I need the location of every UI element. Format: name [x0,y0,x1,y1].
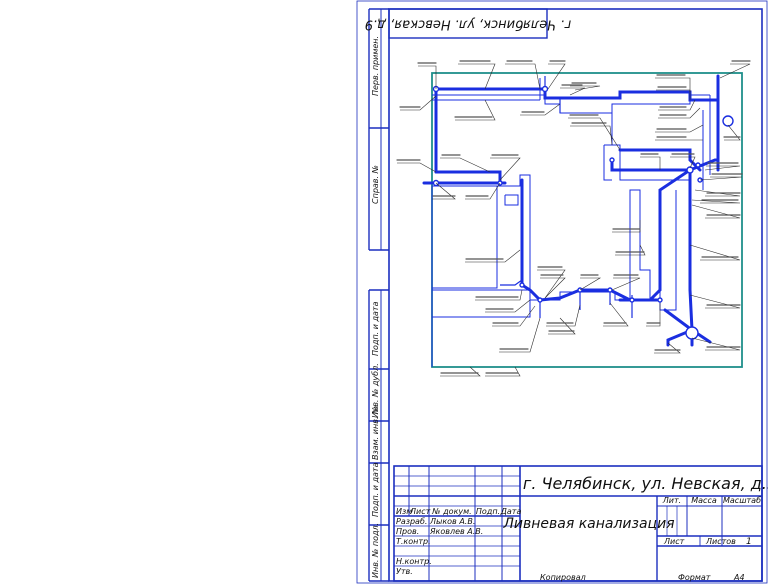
side-label-inv-podl: Инв. № подл. [371,523,380,578]
stamp-title: Ливневая канализация [502,516,674,532]
cell-sheets-label: Листов [705,537,736,546]
role-razrab: Разраб. [396,517,427,526]
header-date: Дата [500,507,522,516]
name-prov: Яковлев А.В. [429,527,483,536]
sheet-trim-border [356,0,768,584]
footer-format-value: А4 [733,573,745,582]
name-razrab: Лыков А.В. [429,517,475,526]
role-tkontr: Т.контр. [396,537,431,546]
callout-label-marks [396,60,751,374]
mirrored-address-text: г. Челябинск, ул. Невская, д.9 [365,17,572,32]
storm-pipes [422,74,720,347]
header-izm: Изм [396,507,412,516]
role-nkontr: Н.контр. [396,557,432,566]
left-side-columns [368,8,389,582]
header-list: Лист [409,507,431,516]
cell-massa: Масса [691,496,717,505]
side-label-vzam-inv: Взам. инв. № [371,406,380,460]
cell-lit: Лит. [662,496,681,505]
role-utv: Утв. [396,567,413,576]
title-block-grid [393,465,763,582]
cell-sheets-count: 1 [746,537,752,547]
manholes [432,85,734,340]
cell-sheet-label: Лист [663,537,685,546]
side-label-perv-primen: Перв. примен. [371,36,380,96]
cell-masshtab: Масштаб [723,496,761,505]
role-prov: Пров. [396,527,419,536]
header-sign: Подп. [476,507,500,516]
side-label-inv-dubl: Инв. № дубл. [371,363,380,418]
mirrored-address-box [388,8,548,39]
header-doc: № докум. [431,507,471,516]
side-label-podp-data-1: Подп. и дата [371,301,380,356]
side-label-sprav: Справ. № [371,165,380,204]
building-outlines [431,78,711,367]
side-label-podp-data-2: Подп. и дата [371,462,380,517]
callout-leaders [397,63,751,377]
stamp-address: г. Челябинск, ул. Невская, д.9 [523,474,768,493]
footer-copied: Копировал [540,573,586,582]
footer-format-label: Формат [678,573,711,582]
